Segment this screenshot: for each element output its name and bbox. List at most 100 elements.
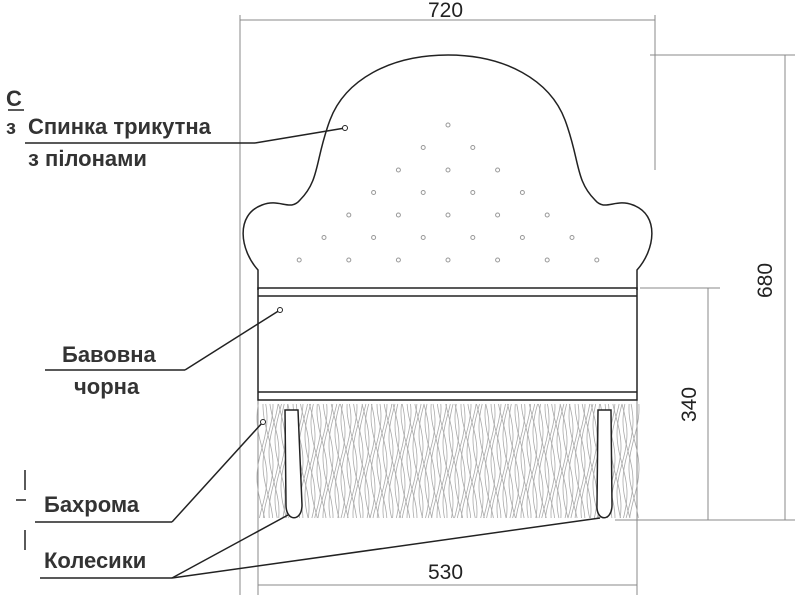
fringe-strand — [448, 403, 460, 519]
tufting-dot — [346, 212, 352, 218]
fringe-strand — [550, 403, 562, 519]
fringe-strand — [580, 403, 592, 519]
fringe-strand — [484, 403, 496, 519]
fringe-strand — [484, 403, 496, 519]
fringe-strand — [328, 403, 340, 519]
fringe-strand — [460, 404, 472, 519]
fringe-strand — [334, 403, 346, 519]
fringe-strand — [460, 404, 472, 519]
fringe-strand — [364, 403, 376, 519]
fringe-strand — [340, 403, 352, 519]
tufting-dot — [371, 235, 377, 240]
fringe-strand — [544, 403, 556, 519]
fringe-strand — [322, 403, 334, 518]
wheels-label: Колесики — [44, 548, 147, 573]
fringe-strand — [310, 403, 322, 519]
fringe-strand — [358, 403, 370, 519]
fringe-strand — [562, 403, 574, 519]
fringe-strand — [532, 403, 544, 519]
fringe-strand — [568, 403, 580, 519]
fringe-strand — [574, 403, 586, 519]
fringe-strand — [514, 403, 526, 519]
fringe-strand — [538, 403, 550, 519]
fringe-strand — [310, 403, 322, 519]
tufting-dot — [445, 212, 451, 218]
wheel-right — [596, 409, 613, 519]
fringe-strand — [538, 403, 550, 519]
fringe-strand — [328, 403, 340, 519]
fringe-strand — [616, 403, 628, 519]
tufting-dot — [470, 235, 476, 240]
fringe-strand — [400, 403, 412, 519]
fringe-strand — [472, 403, 484, 519]
fringe-strand — [394, 403, 406, 519]
backrest-outline — [242, 54, 653, 290]
fringe-strand — [418, 403, 430, 519]
fringe-strand — [370, 403, 382, 519]
backrest-prefix-bottom: з — [6, 117, 16, 139]
tufting-dot — [346, 257, 352, 263]
tufting-dot — [420, 235, 426, 240]
fringe-strand — [490, 403, 502, 519]
tufting-dot — [519, 235, 525, 240]
fringe-strand — [346, 403, 358, 519]
fringe-strand — [616, 403, 628, 519]
fringe-strand — [424, 403, 436, 519]
fringe-strand — [454, 403, 466, 519]
dimension-lines — [239, 15, 795, 595]
fringe-strand — [388, 403, 400, 519]
fringe-strand — [340, 403, 352, 519]
fringe-strand — [526, 403, 538, 519]
leader-lines — [8, 109, 601, 579]
fringe-strand — [610, 403, 622, 519]
fringe-strand — [442, 403, 454, 519]
fringe-strand — [556, 403, 568, 519]
tufting-dot — [544, 212, 550, 218]
fringe-strand — [520, 403, 532, 518]
tufting-dot — [445, 167, 451, 173]
tufting-dot — [395, 212, 401, 218]
fringe-strand — [526, 403, 538, 519]
fringe-strand — [574, 403, 586, 519]
band-label: Бавовна — [62, 342, 156, 367]
fringe-strand — [346, 403, 358, 519]
cotton-band — [257, 287, 638, 401]
fringe — [256, 403, 640, 519]
fringe-strand — [442, 403, 454, 519]
fringe-strand — [412, 403, 424, 519]
fringe-strand — [586, 403, 598, 519]
fringe-strand — [508, 403, 520, 519]
tufting-dot — [544, 257, 550, 263]
tufting-dot — [470, 145, 476, 150]
tufting-dot — [395, 167, 401, 173]
fringe-strand — [454, 403, 466, 519]
tufting-dot — [296, 257, 302, 263]
dimension-base-height: 340 — [678, 386, 702, 423]
fringe-strand — [502, 403, 514, 519]
fringe-strand — [304, 403, 316, 519]
wheel-left — [284, 409, 303, 519]
fringe-strand — [532, 403, 544, 519]
fringe-strand — [406, 403, 418, 519]
backrest-label-2: з пілонами — [28, 146, 147, 171]
fringe-strand — [316, 403, 328, 519]
fringe-strand — [628, 403, 640, 519]
dimension-total-width: 720 — [428, 0, 464, 22]
tufting-dot — [569, 235, 575, 240]
fringe-strand — [436, 403, 448, 518]
fringe-strand — [568, 403, 580, 519]
fringe-strand — [514, 403, 526, 519]
tufting-dot — [495, 257, 501, 263]
backrest-label: Спинка трикутна — [28, 114, 211, 139]
fringe-strand — [490, 403, 502, 519]
fringe-strand — [622, 403, 634, 519]
fringe-strand — [544, 403, 556, 519]
fringe-strand — [358, 403, 370, 519]
tufting-dot — [445, 257, 451, 263]
fringe-strand — [550, 403, 562, 519]
tufting-dot — [371, 190, 377, 195]
fringe-strand — [502, 403, 514, 519]
fringe-strand — [316, 403, 328, 519]
fringe-strand — [352, 403, 364, 519]
tufting-dot — [445, 122, 451, 128]
